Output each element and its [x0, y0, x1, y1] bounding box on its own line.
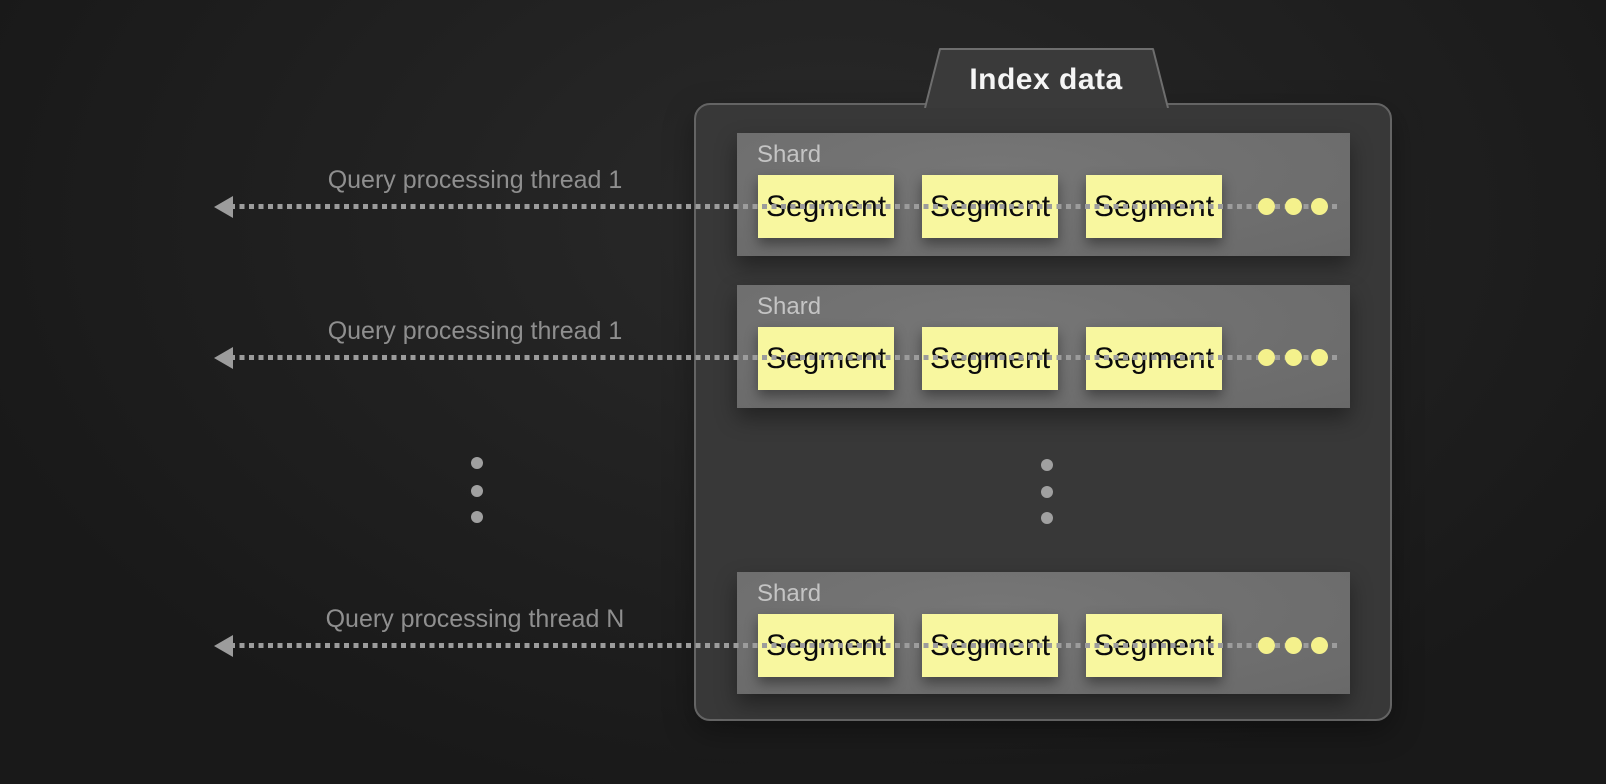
arrow-left-icon: [214, 635, 233, 657]
query-thread-label-1: Query processing thread 1: [327, 166, 623, 194]
more-segments-dot-icon: [1285, 198, 1302, 215]
shard-label: Shard: [757, 141, 822, 168]
more-segments-dot-icon: [1258, 198, 1275, 215]
more-shards-ellipsis-icon: [1041, 459, 1053, 471]
shard-label: Shard: [757, 580, 822, 607]
query-thread-arrow-line-2: [230, 355, 1340, 360]
more-threads-ellipsis-icon: [471, 485, 483, 497]
more-segments-dot-icon: [1285, 637, 1302, 654]
more-segments-dot-icon: [1311, 637, 1328, 654]
tab-trapezoid-shape: [924, 48, 1169, 108]
more-shards-ellipsis-icon: [1041, 512, 1053, 524]
more-segments-dot-icon: [1285, 349, 1302, 366]
shard-row-1: Shard Segment Segment Segment: [737, 133, 1350, 256]
index-data-tab: Index data: [918, 46, 1174, 108]
shard-label: Shard: [757, 293, 822, 320]
more-threads-ellipsis-icon: [471, 511, 483, 523]
arrow-left-icon: [214, 347, 233, 369]
arrow-left-icon: [214, 196, 233, 218]
query-thread-arrow-line-3: [230, 643, 1340, 648]
shard-row-2: Shard Segment Segment Segment: [737, 285, 1350, 408]
panel-title: Index data: [969, 63, 1123, 96]
more-segments-dot-icon: [1311, 198, 1328, 215]
more-segments-dot-icon: [1311, 349, 1328, 366]
shard-row-3: Shard Segment Segment Segment: [737, 572, 1350, 694]
more-segments-dot-icon: [1258, 637, 1275, 654]
query-thread-label-2: Query processing thread 1: [327, 317, 623, 345]
more-threads-ellipsis-icon: [471, 457, 483, 469]
more-segments-dot-icon: [1258, 349, 1275, 366]
query-thread-label-N: Query processing thread N: [325, 605, 625, 633]
query-thread-arrow-line-1: [230, 204, 1340, 209]
more-shards-ellipsis-icon: [1041, 486, 1053, 498]
